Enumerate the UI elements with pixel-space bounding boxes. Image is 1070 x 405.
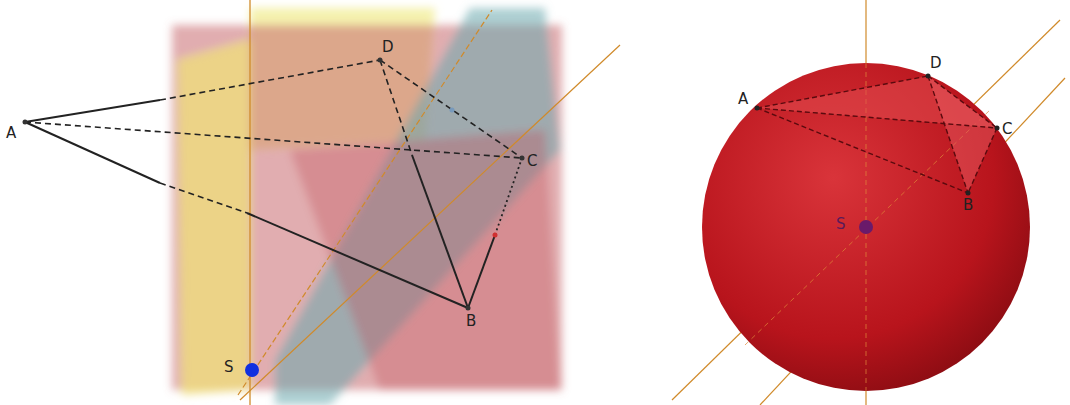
- point-label: A: [738, 92, 748, 107]
- center-label: S: [836, 217, 846, 232]
- point-label: B: [963, 198, 973, 213]
- point-label: B: [466, 314, 476, 329]
- point-label: D: [382, 40, 394, 55]
- point-label: C: [1002, 122, 1012, 137]
- point-label: D: [930, 56, 942, 71]
- point-label: A: [6, 126, 16, 141]
- point-label: C: [527, 154, 537, 169]
- center-label: S: [224, 360, 234, 375]
